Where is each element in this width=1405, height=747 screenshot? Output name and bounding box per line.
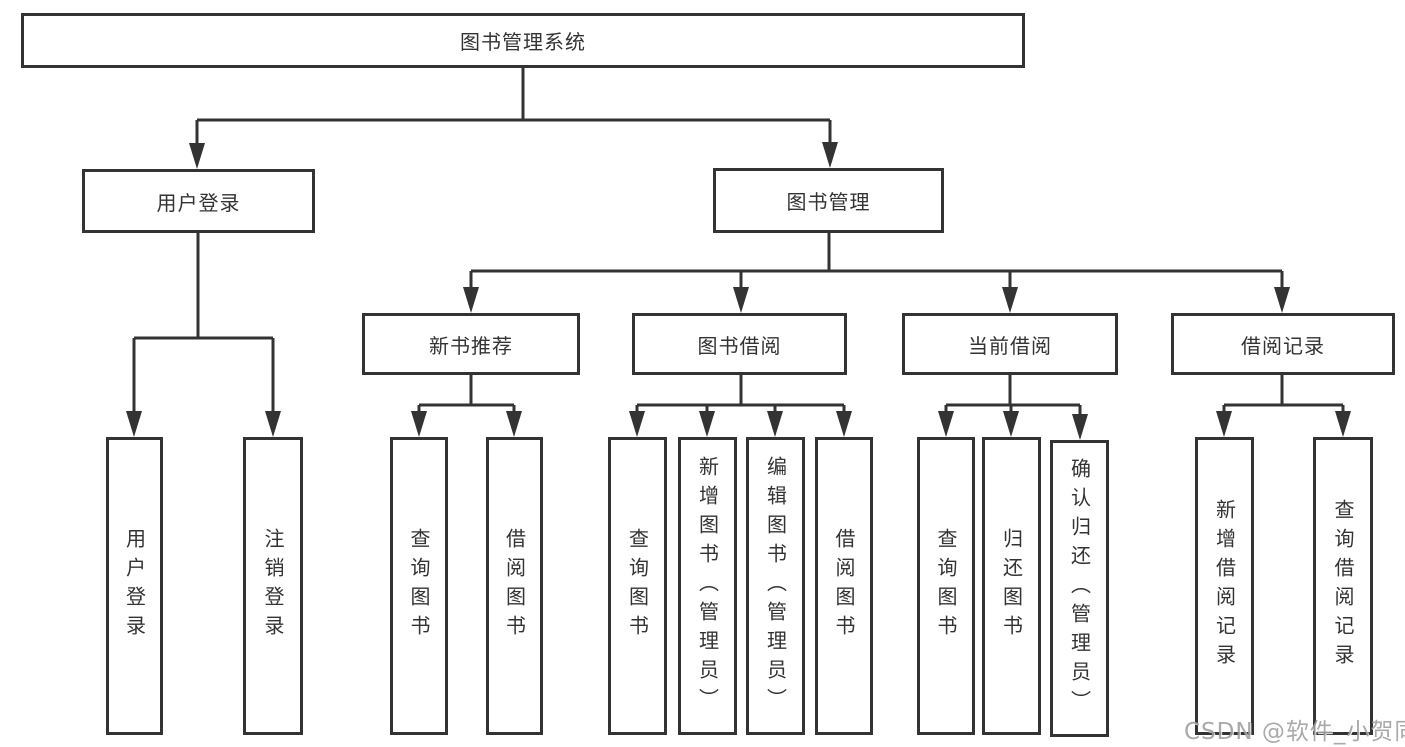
node-label: 新书推荐 (429, 333, 513, 358)
leaf-add-books-admin: 新增图书（管理员） (678, 437, 737, 735)
leaf-confirm-return-admin: 确认归还（管理员） (1050, 440, 1109, 737)
leaf-query-borrow-record: 查询借阅记录 (1313, 437, 1373, 735)
leaf-user-login: 用户登录 (106, 437, 163, 735)
arrowheads (126, 142, 1351, 440)
leaf-label: 借阅图书 (502, 528, 527, 644)
node-book-borrowing: 图书借阅 (632, 313, 847, 375)
leaf-label: 注销登录 (261, 528, 285, 644)
leaf-return-books: 归还图书 (982, 437, 1041, 735)
leaf-label: 查询借阅记录 (1331, 499, 1355, 673)
node-borrowing-records: 借阅记录 (1171, 313, 1395, 375)
leaf-query-books-1: 查询图书 (390, 437, 448, 735)
node-label: 借阅记录 (1241, 333, 1325, 358)
node-library-management-system: 图书管理系统 (21, 13, 1025, 68)
leaf-label: 新增借阅记录 (1212, 499, 1237, 673)
leaf-label: 用户登录 (122, 528, 147, 644)
node-current-borrowing: 当前借阅 (902, 313, 1118, 375)
leaf-label: 确认归还（管理员） (1067, 458, 1092, 719)
leaf-query-books-3: 查询图书 (917, 437, 975, 735)
node-label: 当前借阅 (968, 333, 1052, 358)
leaf-logout: 注销登录 (243, 437, 303, 735)
node-new-book-recommend: 新书推荐 (362, 313, 580, 375)
leaf-label: 借阅图书 (832, 528, 856, 644)
node-label: 图书管理系统 (460, 30, 586, 54)
leaf-borrow-books-2: 借阅图书 (815, 437, 873, 735)
node-label: 图书管理 (786, 190, 871, 214)
leaf-borrow-books-1: 借阅图书 (486, 437, 543, 735)
leaf-edit-books-admin: 编辑图书（管理员） (746, 437, 805, 735)
node-label: 用户登录 (156, 190, 241, 215)
leaf-label: 查询图书 (625, 528, 650, 644)
leaf-label: 归还图书 (999, 528, 1024, 644)
leaf-label: 查询图书 (934, 528, 958, 644)
node-book-management: 图书管理 (713, 168, 944, 233)
leaf-add-borrow-record: 新增借阅记录 (1195, 437, 1254, 735)
csdn-watermark: CSDN @软件_小贺同学 (1184, 719, 1405, 745)
leaf-query-books-2: 查询图书 (608, 437, 667, 735)
leaf-label: 编辑图书（管理员） (763, 455, 788, 717)
leaf-label: 查询图书 (407, 528, 431, 644)
node-label: 图书借阅 (697, 333, 782, 358)
node-user-login: 用户登录 (82, 169, 315, 233)
leaf-label: 新增图书（管理员） (695, 455, 720, 717)
